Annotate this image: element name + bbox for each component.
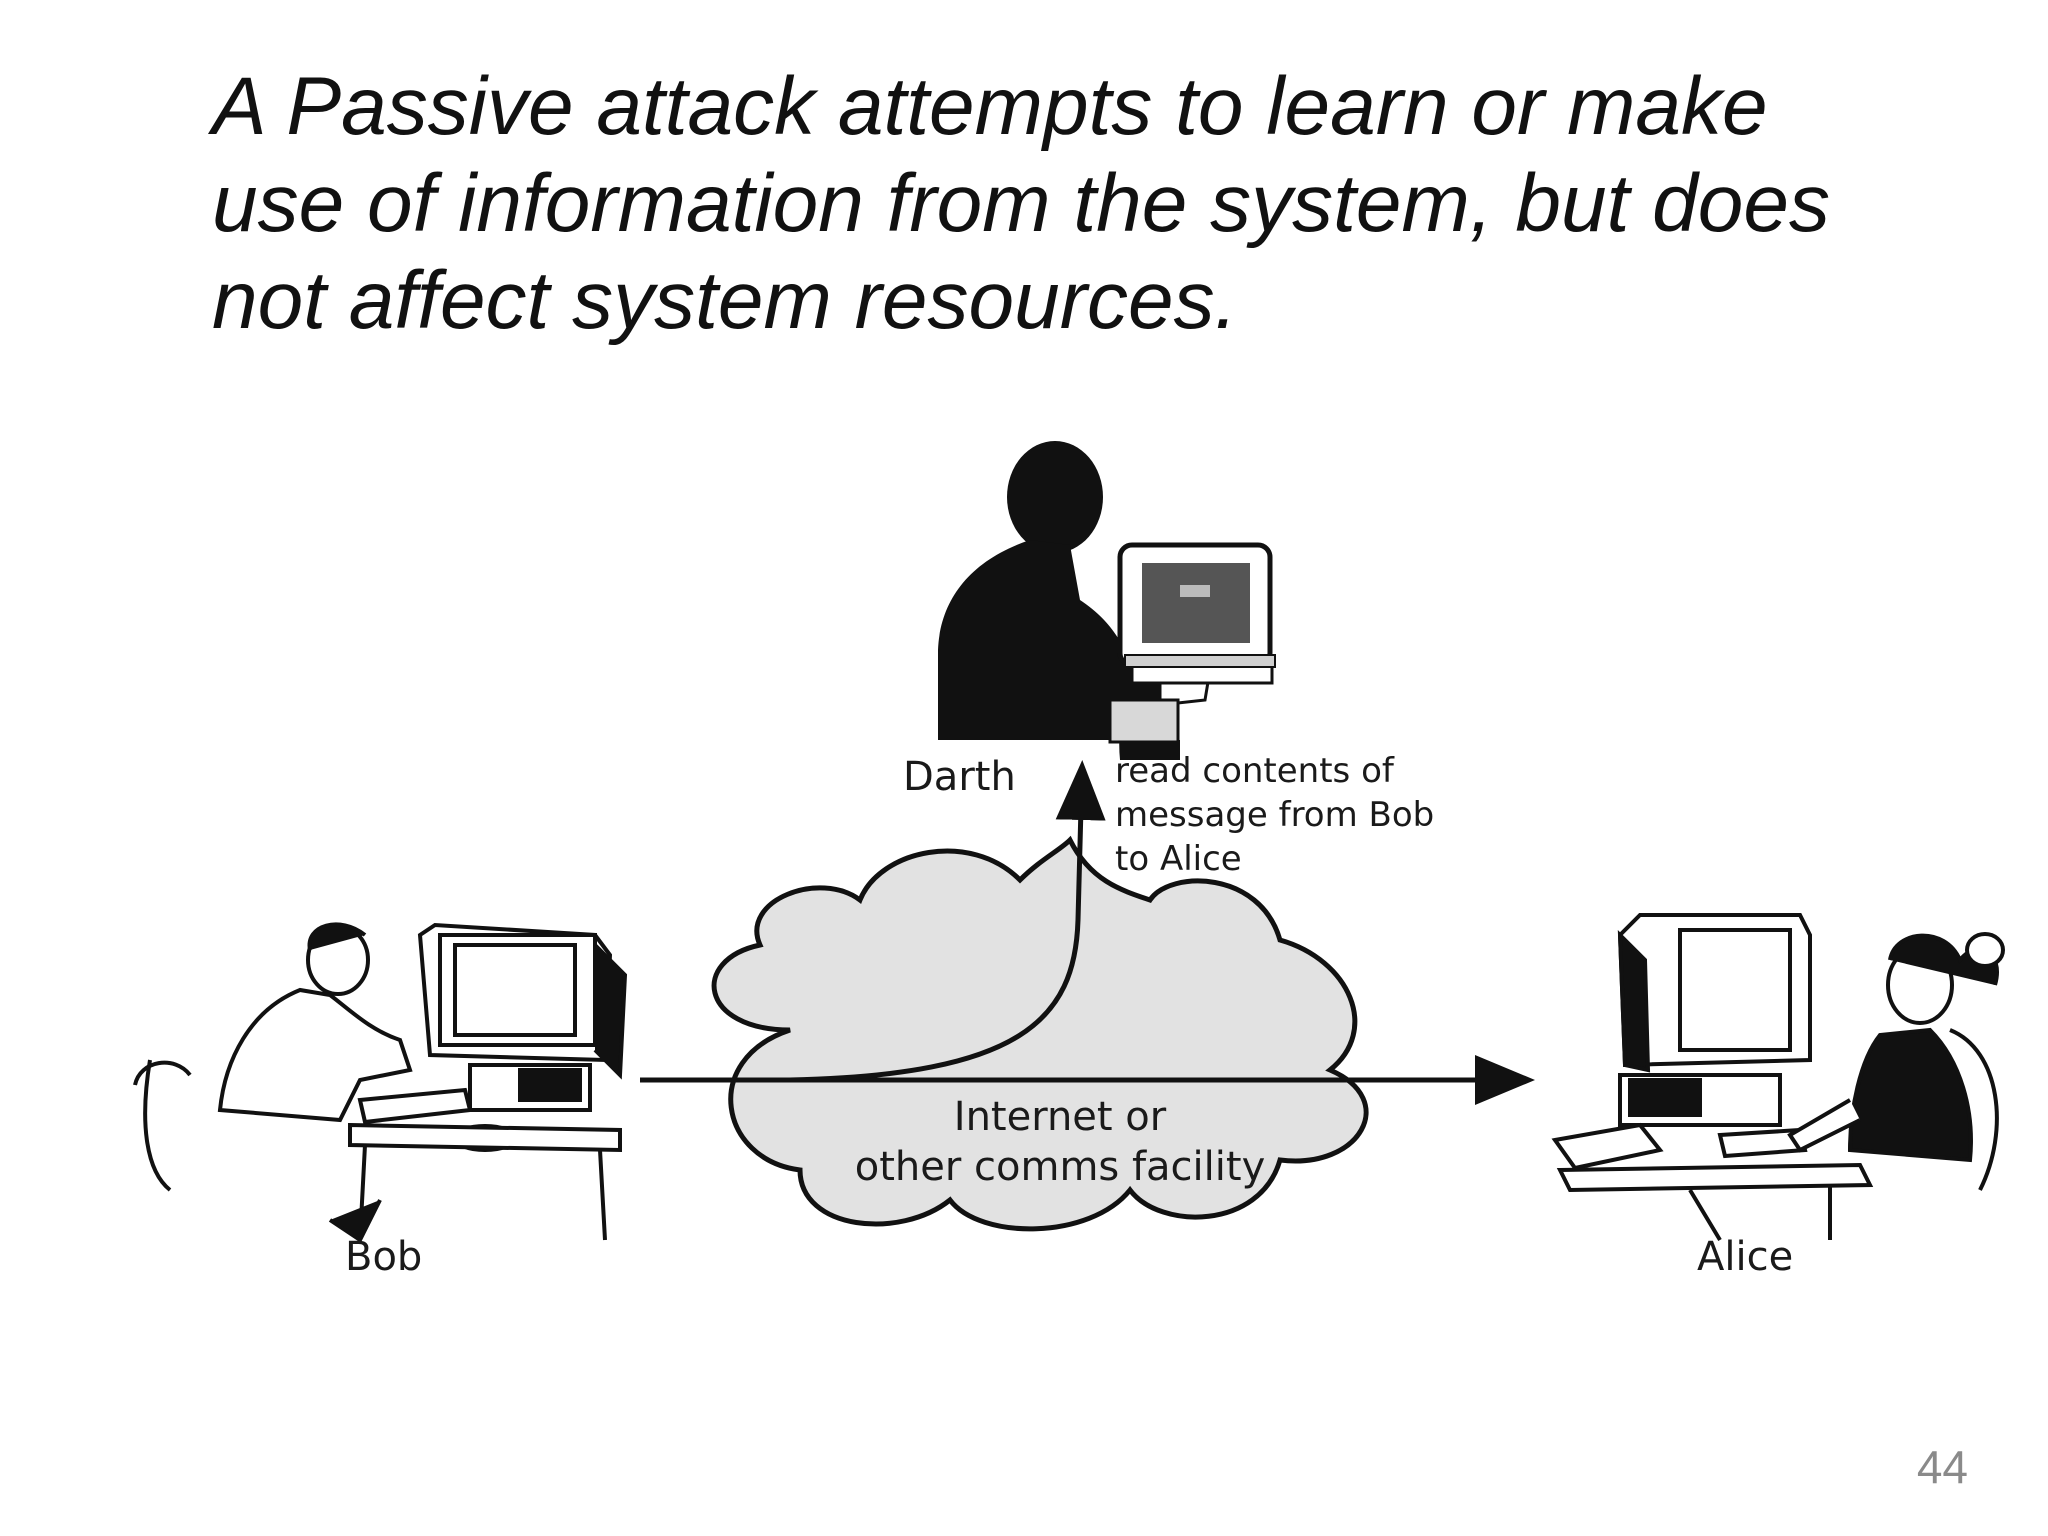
label-read-note-1: read contents of — [1115, 751, 1395, 791]
label-read-note-3: to Alice — [1115, 839, 1242, 879]
slide-text-line-2: use of information from the system, but … — [212, 158, 1830, 249]
label-bob: Bob — [345, 1234, 422, 1280]
intercept-arrow — [789, 760, 1106, 1083]
slide-text: A Passive attack attempts to learn or ma… — [212, 58, 1892, 349]
slide-text-line-1: A Passive attack attempts to learn or ma… — [212, 61, 1768, 152]
label-darth: Darth — [903, 754, 1016, 800]
label-read-note-2: message from Bob — [1115, 795, 1434, 835]
label-network-2: other comms facility — [855, 1144, 1266, 1190]
page-number: 44 — [1916, 1441, 1968, 1493]
cloud-icon — [711, 835, 1369, 1232]
alice-figure-icon — [1551, 913, 2005, 1242]
darth-figure-icon — [938, 441, 1276, 760]
label-alice: Alice — [1697, 1234, 1793, 1280]
slide-text-line-3: not affect system resources. — [212, 255, 1238, 346]
bob-figure-icon — [133, 922, 628, 1243]
label-network-1: Internet or — [954, 1094, 1167, 1140]
